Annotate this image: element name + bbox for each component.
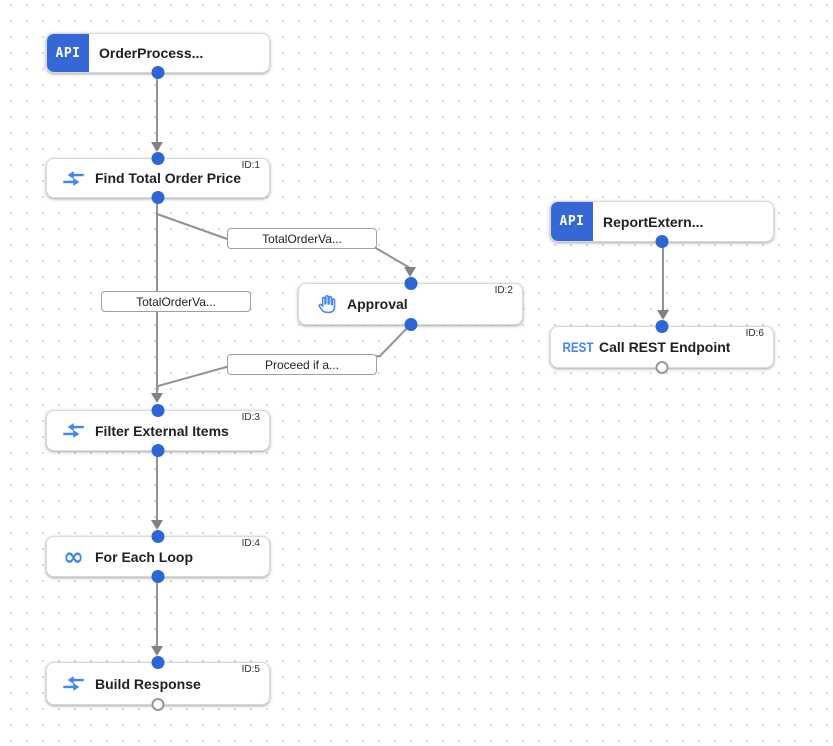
node-title: Build Response — [95, 675, 201, 692]
node-title: Find Total Order Price — [95, 170, 241, 186]
edge-label-proceed-if[interactable]: Proceed if a... — [227, 354, 377, 375]
task-node-filter-external-items[interactable]: ID:3 Filter External Items — [46, 404, 270, 457]
connector-dot-in[interactable] — [404, 277, 417, 290]
connector-dot-out-empty[interactable] — [655, 361, 669, 374]
approval-hand-icon — [311, 293, 340, 315]
connector-dot-out[interactable] — [151, 444, 165, 457]
connector-dot-in[interactable] — [151, 404, 165, 417]
task-node-for-each-loop[interactable]: ID:4 ∞ For Each Loop — [46, 530, 270, 583]
task-id-label: ID:6 — [745, 328, 764, 339]
task-node-find-total-order-price[interactable]: ID:1 Find Total Order Price — [46, 152, 270, 204]
node-title: Call REST Endpoint — [599, 339, 731, 355]
api-trigger-badge: API — [551, 202, 593, 241]
task-node-build-response[interactable]: ID:5 Build Response — [46, 656, 270, 711]
connector-dot-out-empty[interactable] — [151, 698, 165, 711]
connector-dot-out[interactable] — [404, 318, 417, 331]
trigger-node-order-process[interactable]: API OrderProcess... — [46, 33, 270, 79]
connector-dot-in[interactable] — [151, 152, 165, 165]
task-node-approval[interactable]: ID:2 Approval — [298, 277, 523, 331]
connector-dot-out[interactable] — [151, 66, 165, 79]
task-id-label: ID:3 — [241, 412, 260, 423]
node-title: For Each Loop — [95, 548, 193, 565]
task-node-call-rest-endpoint[interactable]: ID:6 REST Call REST Endpoint — [550, 320, 774, 374]
node-title: Approval — [347, 296, 408, 312]
trigger-node-report-extern[interactable]: API ReportExtern... — [550, 201, 774, 248]
data-mapping-icon — [59, 170, 88, 187]
connector-dot-out[interactable] — [151, 570, 165, 583]
api-trigger-badge: API — [47, 34, 89, 72]
edge-foreach-to-build — [151, 577, 163, 656]
node-title: Filter External Items — [95, 422, 229, 439]
task-id-label: ID:1 — [241, 160, 260, 171]
node-title: OrderProcess... — [99, 45, 204, 61]
edge-report-to-rest — [657, 242, 669, 320]
connector-dot-out[interactable] — [655, 235, 669, 248]
edge-label-total-order-value-2[interactable]: TotalOrderVa... — [101, 291, 251, 312]
connector-dot-in[interactable] — [151, 530, 165, 543]
task-id-label: ID:5 — [241, 664, 260, 675]
connector-dot-in[interactable] — [655, 320, 669, 333]
data-mapping-icon — [59, 422, 88, 439]
rest-icon: REST — [562, 339, 593, 355]
edge-trigger-to-find — [151, 73, 163, 152]
edge-filter-to-foreach — [151, 451, 163, 530]
task-id-label: ID:2 — [494, 285, 513, 296]
connector-dot-out[interactable] — [151, 191, 165, 204]
connector-dot-in[interactable] — [151, 656, 165, 669]
edge-label-total-order-value-1[interactable]: TotalOrderVa... — [227, 228, 377, 249]
data-mapping-icon — [59, 675, 88, 692]
task-id-label: ID:4 — [241, 538, 260, 549]
node-title: ReportExtern... — [603, 213, 704, 230]
for-each-loop-icon: ∞ — [63, 541, 84, 571]
